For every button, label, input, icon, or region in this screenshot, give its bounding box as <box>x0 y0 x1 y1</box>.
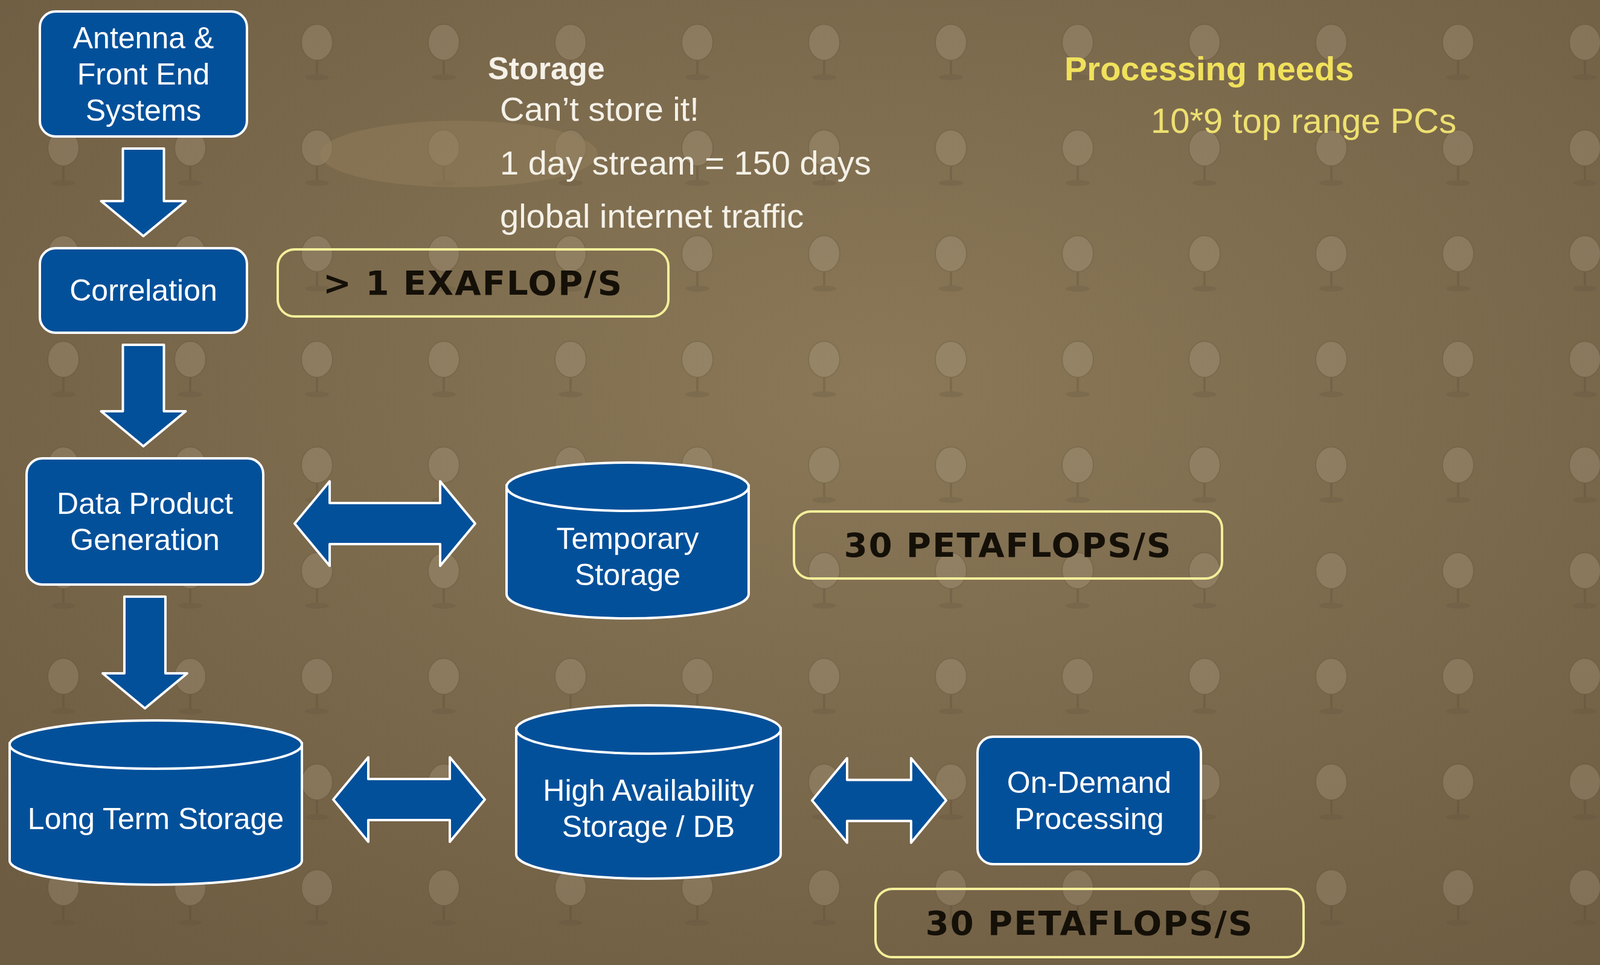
node-text: Long Term Storage <box>27 800 284 837</box>
note-text: Processing needs <box>1064 48 1354 89</box>
throughput-callout: > 1 EXAFLOP/S <box>276 248 670 318</box>
node-text: Correlation <box>69 272 218 309</box>
node-text: Antenna & Front End Systems <box>53 19 234 129</box>
node-text: On-Demand Processing <box>990 764 1188 837</box>
throughput-callout: 30 PETAFLOPS/S <box>874 887 1305 959</box>
block-arrow <box>101 148 186 237</box>
cylinder-cap <box>516 705 781 754</box>
cylinder-cap <box>506 462 749 511</box>
note-text: 10*9 top range PCs <box>1150 99 1457 142</box>
note-text: 1 day stream = 150 days global internet … <box>499 136 935 243</box>
process-box: Antenna & Front End Systems <box>38 10 249 138</box>
node-text: > 1 EXAFLOP/S <box>323 263 624 303</box>
block-arrow <box>102 596 188 709</box>
cylinder-cap <box>9 720 302 769</box>
node-text: Data Product Generation <box>39 485 250 558</box>
storage-cylinder: Temporary Storage <box>505 461 750 620</box>
note-text: Can’t store it! <box>499 82 935 136</box>
storage-cylinder: Long Term Storage <box>8 719 304 886</box>
process-box: Data Product Generation <box>25 457 265 586</box>
throughput-callout: 30 PETAFLOPS/S <box>792 510 1224 580</box>
note-text: Storage <box>487 49 605 87</box>
node-text: Temporary Storage <box>523 520 732 593</box>
block-arrow <box>294 481 476 566</box>
node-text: High Availability Storage / DB <box>533 772 764 845</box>
block-arrow <box>812 758 947 843</box>
node-text: 30 PETAFLOPS/S <box>925 903 1255 943</box>
storage-cylinder: High Availability Storage / DB <box>515 704 782 880</box>
block-arrow <box>101 344 186 447</box>
block-arrow <box>333 757 485 842</box>
process-box: On-Demand Processing <box>976 735 1203 866</box>
node-text: 30 PETAFLOPS/S <box>844 525 1173 565</box>
process-box: Correlation <box>38 246 249 334</box>
